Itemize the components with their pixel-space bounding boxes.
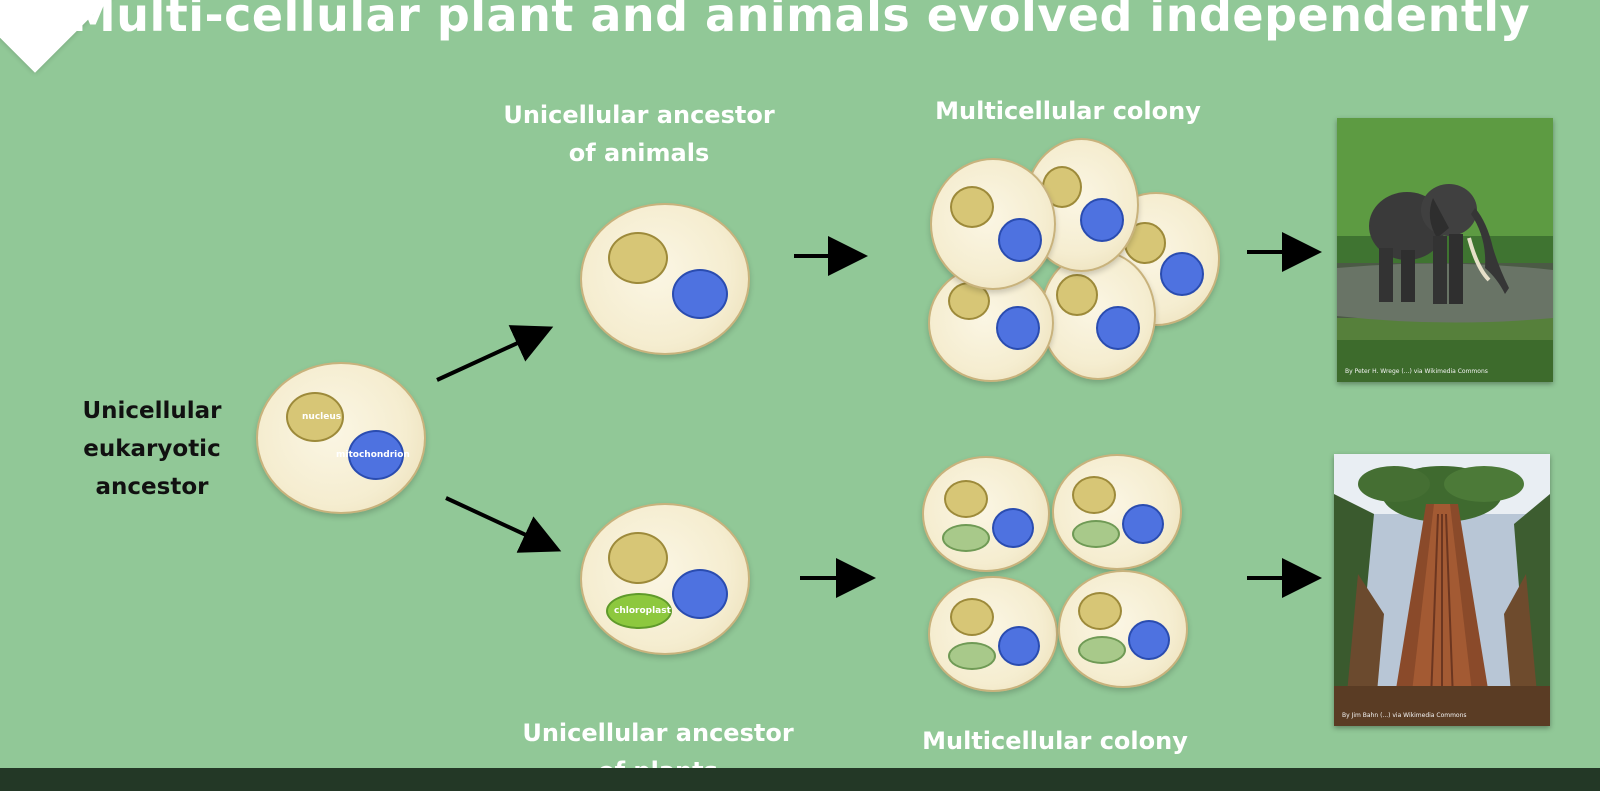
plant-colony-cell bbox=[1052, 454, 1182, 570]
ancestor-label-line2: eukaryotic bbox=[83, 436, 221, 462]
mitochondrion bbox=[1096, 306, 1140, 350]
plant-colony-cell bbox=[928, 576, 1058, 692]
mitochondrion bbox=[672, 269, 728, 319]
bottom-bar bbox=[0, 768, 1600, 791]
colony-top-label: Multicellular colony bbox=[935, 97, 1201, 125]
elephant-credit: By Peter H. Wrege (...) via Wikimedia Co… bbox=[1345, 368, 1488, 375]
nucleus bbox=[950, 186, 994, 228]
plants-ancestor-label-line1: Unicellular ancestor bbox=[522, 719, 794, 747]
nucleus: nucleus bbox=[286, 392, 344, 442]
animals-ancestor-label-line1: Unicellular ancestor bbox=[503, 101, 775, 129]
nucleus bbox=[1072, 476, 1116, 514]
chloroplast bbox=[1072, 520, 1120, 548]
nucleus bbox=[1056, 274, 1098, 316]
mitochondrion bbox=[996, 306, 1040, 350]
elephant-photo: By Peter H. Wrege (...) via Wikimedia Co… bbox=[1337, 118, 1553, 382]
colony-cell bbox=[1040, 250, 1156, 380]
plant-ancestor-cell: chloroplast bbox=[580, 503, 750, 655]
sequoia-credit: By Jim Bahn (...) via Wikimedia Commons bbox=[1342, 712, 1467, 719]
mitochondrion bbox=[672, 569, 728, 619]
nucleus bbox=[608, 532, 668, 584]
nucleus bbox=[950, 598, 994, 636]
sequoia-photo: By Jim Bahn (...) via Wikimedia Commons bbox=[1334, 454, 1550, 726]
ancestor-label-line1: Unicellular bbox=[82, 398, 222, 424]
chloroplast-label: chloroplast bbox=[614, 606, 671, 616]
mitochondrion bbox=[992, 508, 1034, 548]
ancestor-label-line3: ancestor bbox=[95, 474, 209, 500]
arrow-to-plants bbox=[445, 496, 562, 553]
mitochondrion bbox=[1122, 504, 1164, 544]
chloroplast bbox=[948, 642, 996, 670]
plant-colony-cell bbox=[1058, 570, 1188, 688]
slide-title: Multi-cellular plant and animals evolved… bbox=[69, 0, 1531, 42]
animal-ancestor-cell bbox=[580, 203, 750, 355]
nucleus bbox=[944, 480, 988, 518]
animals-ancestor-label-line2: of animals bbox=[568, 139, 710, 167]
arrow-to-animals bbox=[436, 325, 554, 382]
nucleus-label: nucleus bbox=[302, 412, 342, 422]
nucleus bbox=[608, 232, 668, 284]
mitochondrion-label: mitochondrion bbox=[336, 450, 410, 460]
plant-colony-cell bbox=[922, 456, 1050, 572]
ancestor-label: Unicellular eukaryotic ancestor bbox=[62, 392, 242, 506]
nucleus bbox=[1078, 592, 1122, 630]
mitochondrion bbox=[1160, 252, 1204, 296]
colony-bottom-label: Multicellular colony bbox=[922, 727, 1188, 755]
chloroplast bbox=[1078, 636, 1126, 664]
mitochondrion bbox=[1128, 620, 1170, 660]
animals-ancestor-label: Unicellular ancestor of animals bbox=[489, 96, 789, 172]
mitochondrion: mitochondrion bbox=[336, 430, 410, 480]
mitochondrion bbox=[1080, 198, 1124, 242]
chloroplast: chloroplast bbox=[606, 593, 672, 629]
chloroplast bbox=[942, 524, 990, 552]
eukaryotic-ancestor-cell: nucleus mitochondrion bbox=[256, 362, 426, 514]
mitochondrion bbox=[998, 626, 1040, 666]
colony-cell bbox=[930, 158, 1056, 290]
mitochondrion bbox=[998, 218, 1042, 262]
